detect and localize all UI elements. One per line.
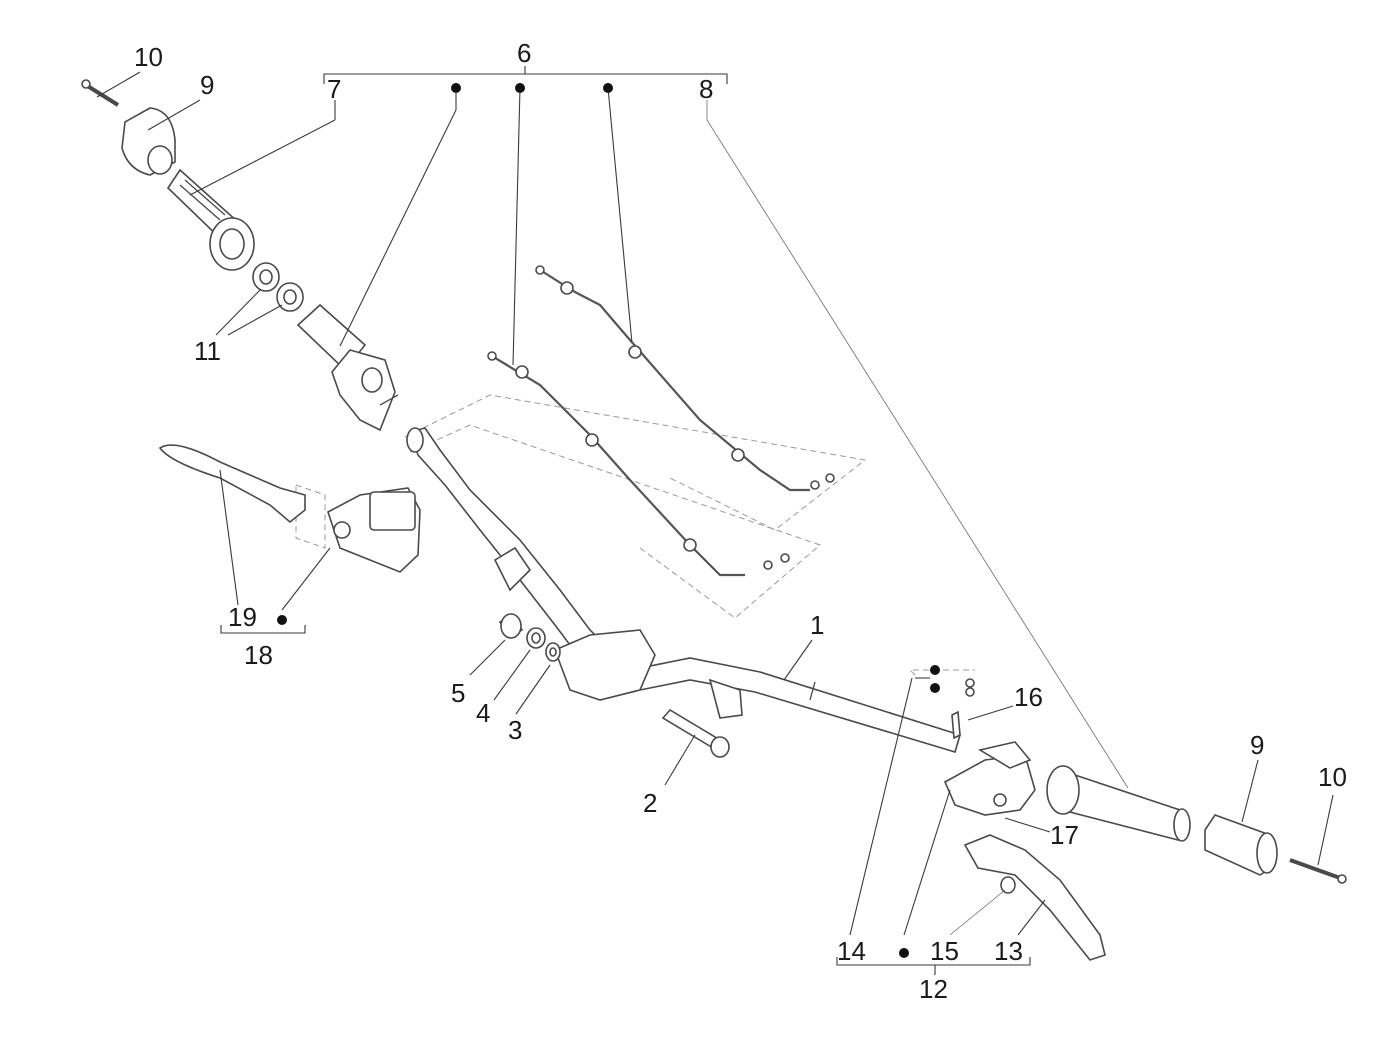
dot-group6-b <box>515 83 525 93</box>
dot-group12 <box>899 948 909 958</box>
spacer-and-washers <box>498 613 561 662</box>
callout-3: 3 <box>508 715 522 745</box>
callout-17: 17 <box>1050 820 1079 850</box>
callout-8: 8 <box>699 74 713 104</box>
left-bar-end-weight <box>121 107 176 176</box>
dot-part14-a <box>930 665 940 675</box>
cable-upper <box>535 265 835 492</box>
dot-group6-a <box>451 83 461 93</box>
left-bar-end-bolt <box>81 79 120 107</box>
callout-11: 11 <box>194 336 221 366</box>
callout-12: 12 <box>919 974 948 1004</box>
dot-group6-c <box>603 83 613 93</box>
leader-lines <box>96 71 1334 936</box>
callout-5: 5 <box>451 678 465 708</box>
callout-10-right: 10 <box>1318 762 1347 792</box>
callout-6: 6 <box>517 38 531 68</box>
callout-19: 19 <box>228 602 257 632</box>
right-brake-lever <box>963 834 1106 961</box>
callout-13: 13 <box>994 936 1023 966</box>
callout-2: 2 <box>643 788 657 818</box>
reference-dots <box>277 83 940 958</box>
callout-14: 14 <box>837 936 866 966</box>
handlebar <box>406 427 961 753</box>
callout-7: 7 <box>327 74 341 104</box>
right-grip <box>1046 765 1191 842</box>
left-grip <box>166 168 255 271</box>
dot-group18 <box>277 615 287 625</box>
dot-part14-b <box>930 683 940 693</box>
throttle-grip-assembly <box>296 303 399 432</box>
right-lever-bracket <box>943 678 1036 816</box>
callout-18: 18 <box>244 640 273 670</box>
bracket-group-18 <box>220 625 306 634</box>
callout-16: 16 <box>1014 682 1043 712</box>
callout-9-left: 9 <box>200 70 214 100</box>
handlebar-bolt <box>661 708 730 758</box>
callout-1: 1 <box>810 610 824 640</box>
cable-lower <box>487 351 790 577</box>
left-brake-lever <box>158 444 306 524</box>
cable-routing-guides <box>295 394 975 676</box>
callout-9-right: 9 <box>1250 730 1264 760</box>
callout-4: 4 <box>476 698 490 728</box>
right-bar-end-bolt <box>1289 858 1347 884</box>
left-washers <box>252 262 304 312</box>
callout-10-left: 10 <box>134 42 163 72</box>
callout-labels: 10 9 6 7 8 11 19 18 5 4 3 2 1 16 17 9 10… <box>134 38 1347 1004</box>
bracket-group-6 <box>323 66 728 84</box>
right-bar-end-weight <box>1204 814 1278 876</box>
master-cylinder <box>327 487 421 573</box>
bracket-group-12 <box>836 957 1031 975</box>
callout-15: 15 <box>930 936 959 966</box>
